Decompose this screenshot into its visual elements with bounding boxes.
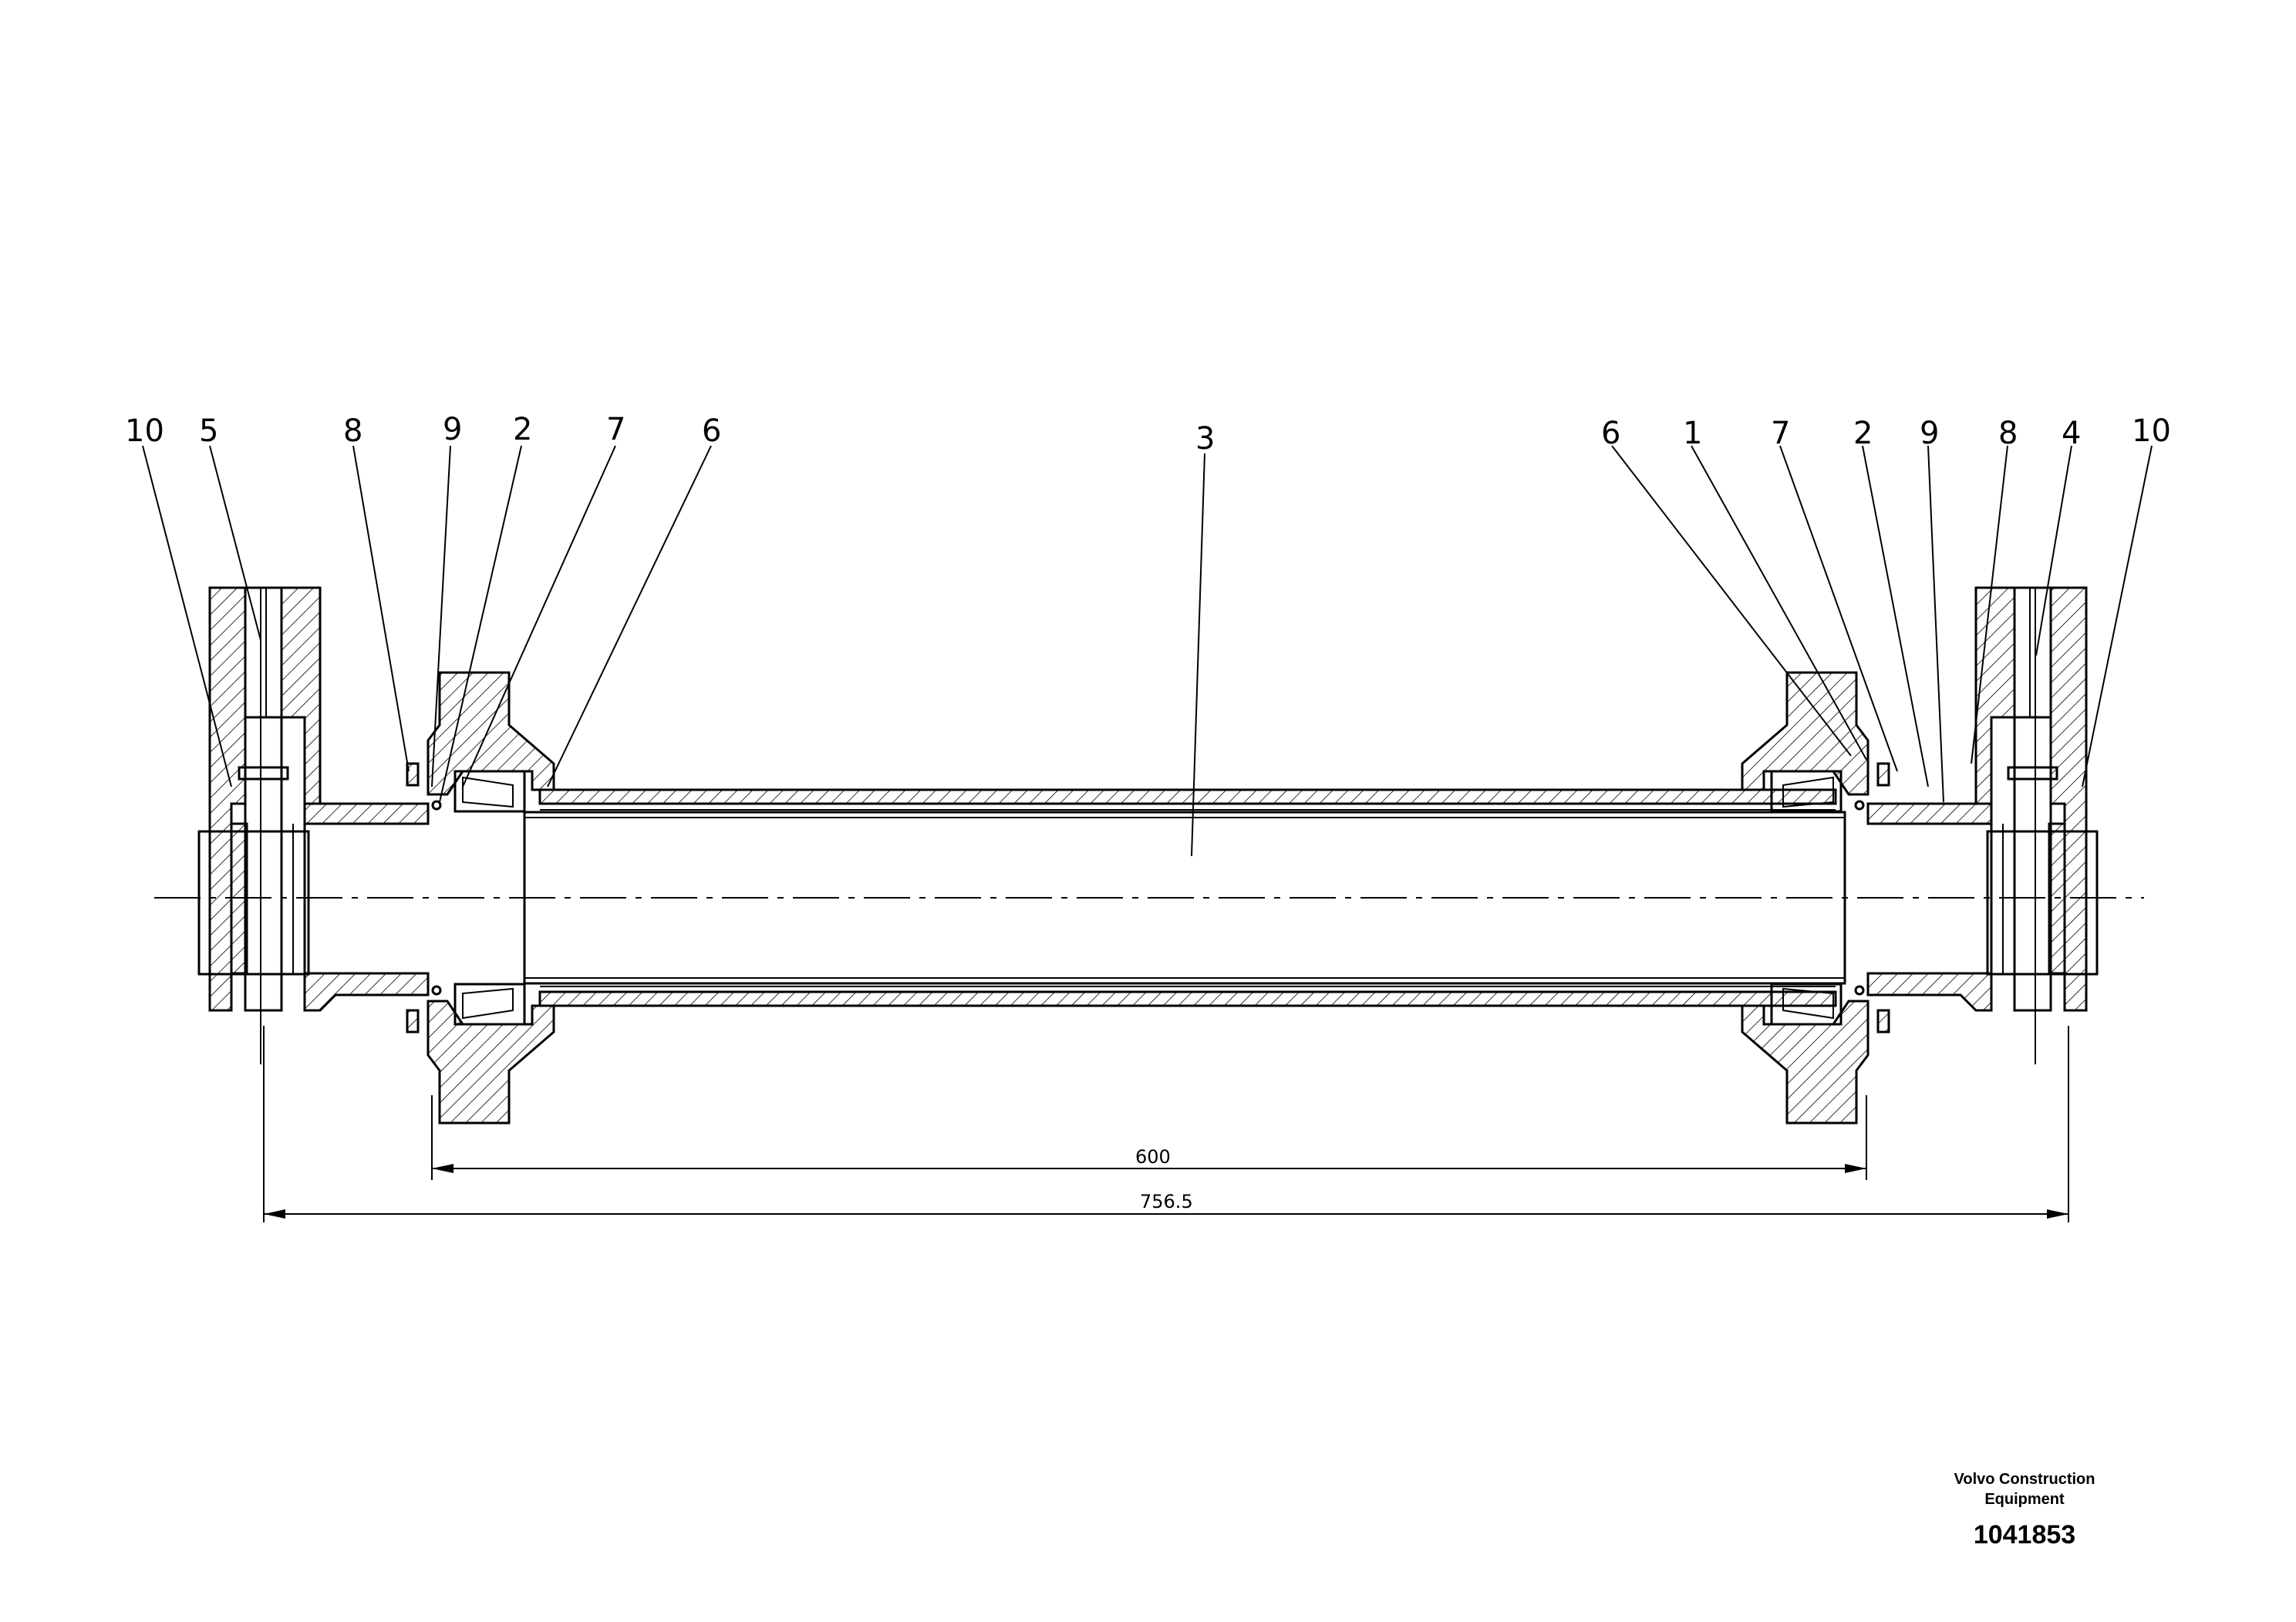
callout-8-left: 8 xyxy=(343,413,362,449)
callout-10-right: 10 xyxy=(2132,413,2171,449)
callout-10-left: 10 xyxy=(125,413,164,449)
dimension-756-5: 756.5 xyxy=(263,1026,2069,1222)
company-name-line2: Equipment xyxy=(1984,1491,2065,1508)
callout-9-left: 9 xyxy=(443,412,462,447)
callout-6-left: 6 xyxy=(702,413,721,449)
callout-2-left: 2 xyxy=(513,412,532,447)
callout-2-right: 2 xyxy=(1853,416,1873,451)
company-name-line1: Volvo Construction xyxy=(1954,1471,2095,1488)
callout-3: 3 xyxy=(1195,421,1215,457)
callout-1: 1 xyxy=(1683,416,1702,451)
drawing-number: 1041853 xyxy=(1973,1520,2076,1549)
dimension-600: 600 xyxy=(431,1095,1867,1180)
callout-8-right: 8 xyxy=(1998,416,2018,451)
callout-9-right: 9 xyxy=(1920,416,1939,451)
callout-7-left: 7 xyxy=(606,412,625,447)
callout-5: 5 xyxy=(199,413,218,449)
left-end-assembly xyxy=(197,586,555,1125)
dimension-600-text: 600 xyxy=(1135,1146,1171,1168)
callout-6-right: 6 xyxy=(1601,416,1620,451)
title-block: Volvo Construction Equipment 1041853 xyxy=(1920,1469,2129,1550)
leader-lines xyxy=(142,445,2153,857)
right-end-assembly xyxy=(1741,586,2099,1125)
dimension-756-5-text: 756.5 xyxy=(1140,1191,1193,1212)
callout-4: 4 xyxy=(2062,416,2081,451)
tube-wall xyxy=(538,788,1837,1007)
main-shaft xyxy=(523,811,1846,985)
callout-labels: 10 5 8 9 2 7 6 3 6 1 7 2 9 8 4 10 xyxy=(125,412,2171,457)
callout-7-right: 7 xyxy=(1771,416,1790,451)
